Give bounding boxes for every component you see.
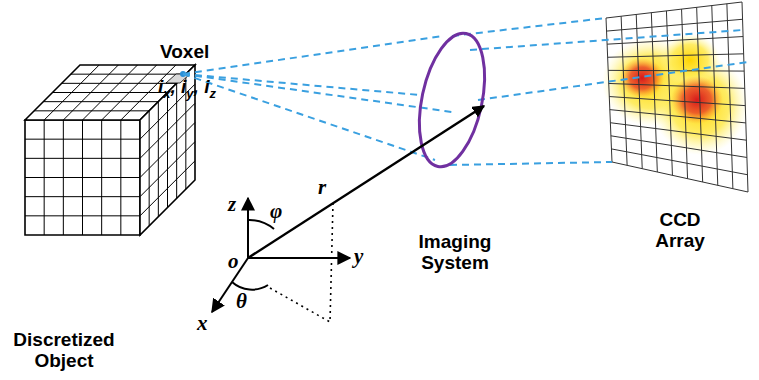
axis-label: z xyxy=(228,193,236,216)
object-label: Discretized Object xyxy=(4,330,124,372)
grid-line xyxy=(71,74,186,75)
grid-line xyxy=(176,83,177,198)
index-subscript: x xyxy=(163,86,170,101)
axis-label: y xyxy=(354,245,363,268)
index-subscript: y xyxy=(186,86,193,101)
lens-label: Imaging System xyxy=(410,232,500,274)
origin-label: o xyxy=(228,250,239,273)
lens xyxy=(409,27,496,173)
grid-line xyxy=(25,177,140,178)
grid-line xyxy=(611,136,747,158)
index-subscript: z xyxy=(209,86,216,101)
index-text: i xyxy=(181,76,186,97)
index-text: i xyxy=(158,76,163,97)
grid-line xyxy=(742,2,748,192)
index-text: , xyxy=(171,76,176,97)
grid-line xyxy=(610,123,746,140)
grid-line xyxy=(25,196,140,197)
ccd-label: CCD Array xyxy=(640,210,720,252)
index-text: i xyxy=(204,76,209,97)
voxel-cube xyxy=(25,65,195,235)
grid-line xyxy=(607,19,743,31)
grid-line xyxy=(608,54,744,57)
grid-line xyxy=(612,162,748,192)
grid-line xyxy=(606,2,742,18)
axes xyxy=(212,106,484,312)
grid-line xyxy=(25,215,140,216)
index-text: , xyxy=(194,76,199,97)
grid-line xyxy=(609,97,745,106)
radius-label: r xyxy=(318,176,326,199)
grid-line xyxy=(121,65,176,120)
grid-line xyxy=(120,120,121,235)
grid-line xyxy=(140,161,195,216)
grid-line xyxy=(609,83,745,88)
angle-label: φ xyxy=(270,200,282,223)
grid-line xyxy=(608,70,744,72)
angle-label: θ xyxy=(236,290,247,313)
grid-line xyxy=(101,120,102,235)
grid-line xyxy=(611,149,747,175)
light-rays xyxy=(183,18,748,165)
grid-line xyxy=(53,92,168,93)
voxel-index: ix, iy, iz xyxy=(158,76,216,101)
voxel-label: Voxel xyxy=(160,42,209,63)
axis-label: x xyxy=(197,312,208,335)
grid-line xyxy=(610,110,746,123)
